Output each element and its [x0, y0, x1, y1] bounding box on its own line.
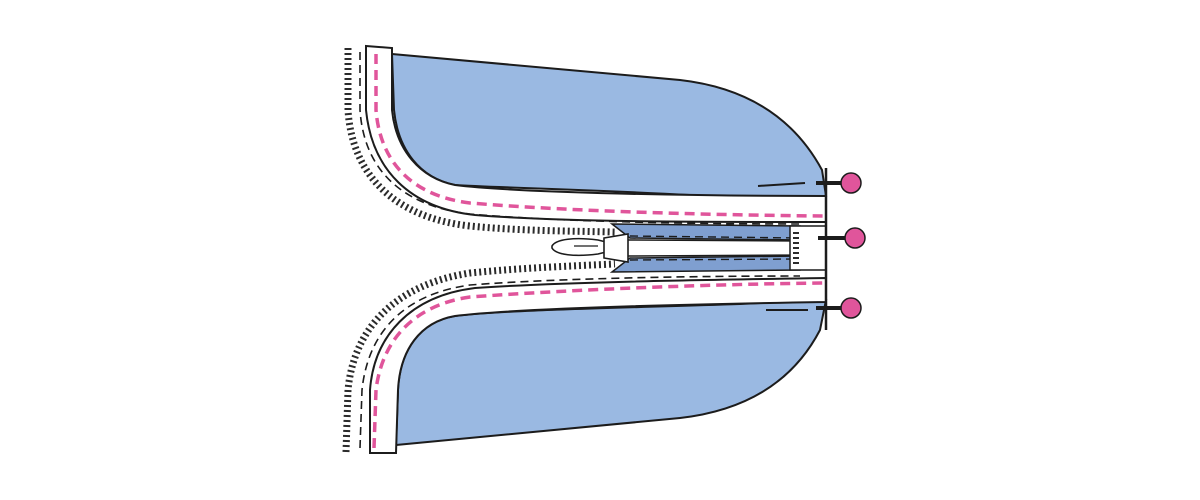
lower-pink-stitch — [372, 281, 825, 449]
center-dash-lower — [629, 258, 801, 261]
pins — [816, 172, 866, 319]
sewing-pin-icon — [816, 297, 862, 319]
upper-fabric-panel — [390, 52, 828, 200]
sewing-pin-icon — [816, 172, 862, 194]
lower-fabric — [394, 298, 828, 447]
lower-black-stitch — [359, 275, 801, 449]
center-white-band — [625, 239, 801, 257]
zipper-slider-body — [603, 233, 629, 263]
upper-fabric — [390, 52, 828, 200]
upper-pink-stitch — [374, 54, 825, 218]
lower-fabric-panel — [394, 298, 828, 447]
sewing-pin-icon — [818, 227, 866, 249]
center-fabric-upper — [609, 223, 801, 241]
center-dash-upper — [629, 235, 801, 239]
upper-zipper-teeth — [344, 48, 616, 236]
center-fabric-lower — [609, 255, 801, 273]
zipper-pull-tab — [551, 237, 607, 257]
zipper-center-opening — [609, 223, 827, 273]
upper-dart-line — [757, 182, 806, 187]
zipper-slider — [551, 233, 629, 263]
upper-black-stitch — [359, 52, 801, 225]
